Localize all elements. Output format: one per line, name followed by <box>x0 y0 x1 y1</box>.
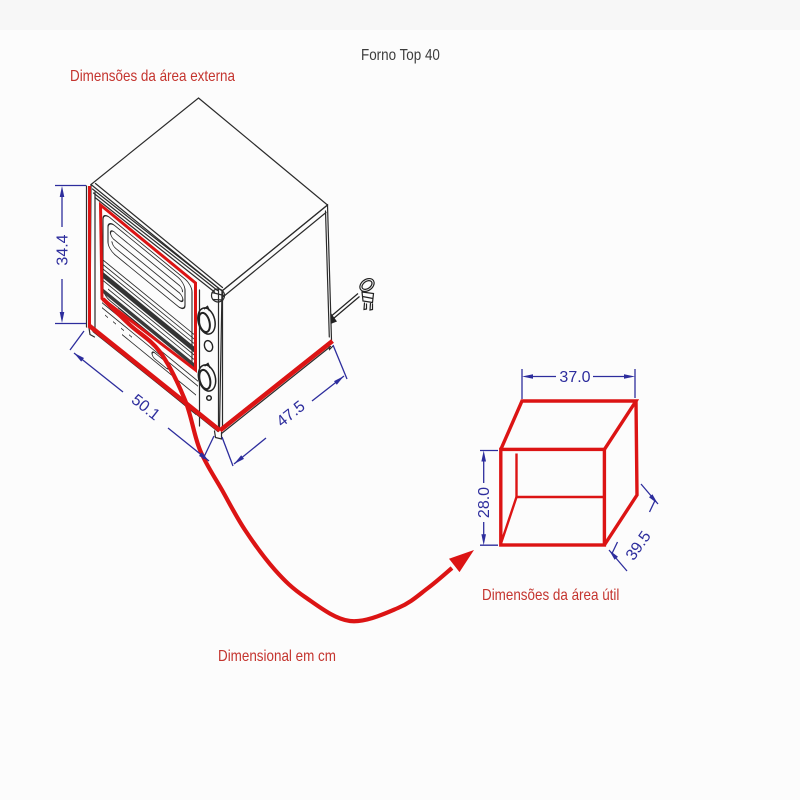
svg-text:Forno Top 40: Forno Top 40 <box>361 47 440 64</box>
svg-text:Dimensões da área externa: Dimensões da área externa <box>70 68 236 85</box>
svg-text:34.4: 34.4 <box>54 234 71 265</box>
svg-text:Dimensional em cm: Dimensional em cm <box>218 648 336 665</box>
svg-text:Dimensões da área útil: Dimensões da área útil <box>482 587 619 604</box>
svg-text:37.0: 37.0 <box>559 369 590 386</box>
svg-text:28.0: 28.0 <box>476 487 493 518</box>
